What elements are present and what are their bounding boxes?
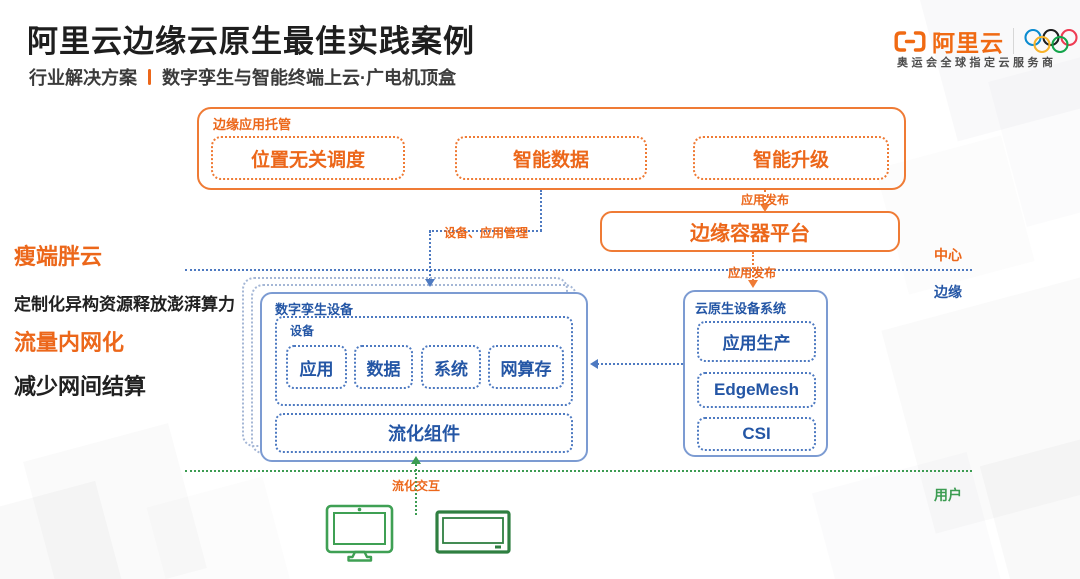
cloud-native-system-title: 云原生设备系统 — [695, 301, 787, 316]
device-chip-system: 系统 — [421, 345, 481, 389]
stream-interaction-line — [415, 464, 417, 515]
subtitle: 行业解决方案 数字孪生与智能终端上云·广电机顶盒 — [29, 64, 456, 90]
subtitle-topic: 数字孪生与智能终端上云·广电机顶盒 — [162, 68, 456, 88]
stream-component-box: 流化组件 — [275, 413, 573, 453]
device-group-title: 设备 — [290, 324, 315, 338]
tv-icon — [435, 510, 511, 554]
page-title: 阿里云边缘云原生最佳实践案例 — [27, 24, 475, 59]
arrow-up-icon — [411, 456, 421, 464]
stream-interaction-label: 流化交互 — [391, 479, 440, 493]
edge-container-platform-box: 边缘容器平台 — [600, 211, 900, 252]
arrow-down-icon — [425, 279, 435, 287]
monitor-icon — [325, 504, 394, 562]
zone-label-user: 用户 — [934, 487, 962, 503]
hosting-item-smart-data: 智能数据 — [455, 136, 647, 180]
brand-tagline: 奥运会全球指定云服务商 — [897, 57, 1057, 69]
hosting-item-location-free-scheduling: 位置无关调度 — [211, 136, 405, 180]
edge-container-platform-title: 边缘容器平台 — [690, 223, 810, 245]
edge-app-hosting-box: 边缘应用托管 位置无关调度 智能数据 智能升级 — [197, 107, 906, 190]
cloud-native-system-box: 云原生设备系统 应用生产 EdgeMesh CSI — [683, 290, 828, 457]
cns-chip-app-production: 应用生产 — [697, 321, 816, 362]
app-publish-top-label: 应用发布 — [740, 193, 789, 207]
device-chip-app: 应用 — [286, 345, 347, 389]
brand-name: 阿里云 — [932, 30, 1004, 56]
edge-app-hosting-title: 边缘应用托管 — [213, 117, 292, 132]
key-point-thin-client: 瘦端胖云 — [14, 244, 103, 269]
key-point-reduce-settlement: 减少网间结算 — [14, 374, 147, 399]
device-mgmt-line-v2 — [429, 231, 431, 280]
subtitle-category: 行业解决方案 — [29, 68, 137, 88]
device-chip-net-compute-storage: 网算存 — [488, 345, 564, 389]
zone-label-edge: 边缘 — [934, 284, 962, 300]
app-publish-top-line — [764, 190, 766, 205]
key-point-custom-compute: 定制化异构资源释放澎湃算力 — [14, 295, 235, 314]
olympic-rings-icon — [1024, 28, 1078, 54]
arrow-down-icon — [748, 280, 758, 288]
device-mgmt-line-h — [429, 230, 542, 232]
cns-to-twin-line — [597, 363, 683, 365]
zone-label-center: 中心 — [934, 247, 962, 263]
app-publish-bottom-label: 应用发布 — [727, 266, 776, 280]
device-chip-data: 数据 — [354, 345, 413, 389]
key-point-intranet-traffic: 流量内网化 — [14, 330, 125, 355]
device-group-box: 设备 应用 数据 系统 网算存 — [275, 316, 573, 406]
cns-chip-csi: CSI — [697, 417, 816, 451]
brand-lockup: 阿里云 — [893, 24, 1079, 58]
digital-twin-device-box: 数字孪生设备 设备 应用 数据 系统 网算存 流化组件 — [260, 292, 588, 462]
app-publish-bottom-line — [752, 252, 754, 281]
brand-divider — [1013, 28, 1014, 54]
center-edge-divider — [185, 269, 972, 271]
alibaba-cloud-logo-icon — [894, 30, 926, 52]
subtitle-divider — [148, 69, 151, 85]
device-mgmt-line-v1 — [540, 190, 542, 231]
hosting-item-smart-upgrade: 智能升级 — [693, 136, 889, 180]
arrow-down-icon — [760, 204, 770, 212]
digital-twin-device-title: 数字孪生设备 — [275, 302, 354, 317]
cns-chip-edgemesh: EdgeMesh — [697, 372, 816, 408]
device-app-mgmt-label: 设备、应用管理 — [443, 226, 528, 240]
arrow-left-icon — [590, 359, 598, 369]
edge-user-divider — [185, 470, 972, 472]
